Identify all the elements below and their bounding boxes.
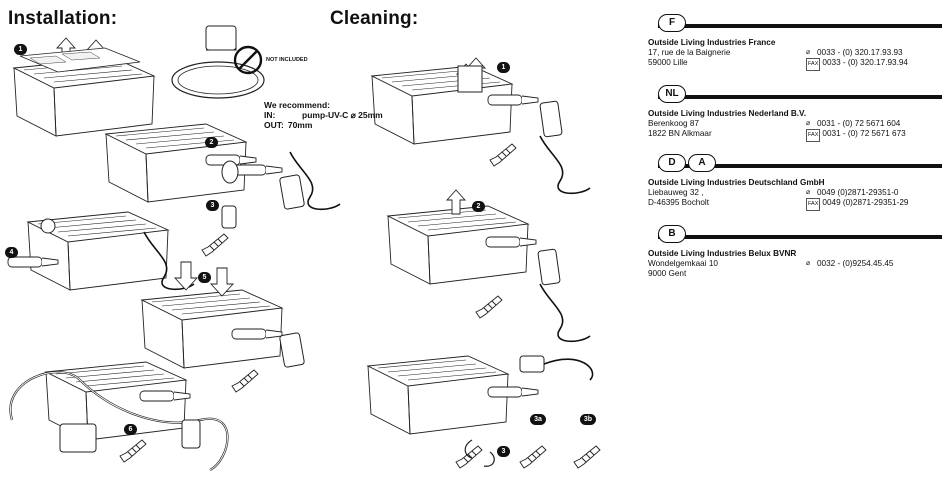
address-line: 59000 Lille [648, 58, 688, 68]
phone-icon: ⌀ [806, 49, 811, 57]
country-badge-b: B [658, 225, 686, 243]
company-name: Outside Living Industries Belux BVNR [648, 249, 797, 258]
step-badge: 4 [5, 241, 18, 259]
phone-icon: ⌀ [806, 120, 811, 128]
fax-icon: FAX [806, 129, 821, 142]
company-name: Outside Living Industries Nederland B.V. [648, 109, 807, 118]
contact-belgium: B Outside Living Industries Belux BVNR W… [648, 225, 942, 280]
phone-number: 0031 - (0) 72 5671 604 [817, 119, 901, 129]
contact-netherlands: NL Outside Living Industries Nederland B… [648, 85, 942, 142]
phone-number: 0033 - (0) 320.17.93.93 [817, 48, 903, 58]
phone-number: 0032 - (0)9254.45.45 [817, 259, 894, 269]
step-badge: 3 [206, 194, 219, 212]
not-included-label: NOT INCLUDED [266, 57, 308, 63]
step-badge: 1 [14, 38, 27, 56]
address-line: 9000 Gent [648, 269, 687, 279]
phone-icon: ⌀ [806, 189, 811, 197]
step-badge: 1 [497, 56, 510, 74]
fax-icon: FAX [806, 58, 821, 71]
country-badge-f: F [658, 14, 686, 32]
company-name: Outside Living Industries France [648, 38, 776, 47]
phone-number: 0049 (0)2871-29351-0 [817, 188, 899, 198]
country-badge-nl: NL [658, 85, 686, 103]
step-badge: 3b [580, 408, 596, 426]
address-line: Berenkoog 87 [648, 119, 699, 129]
step-badge: 3 [497, 440, 510, 458]
in-value: pump-UV-C ⌀ 25mm [302, 110, 383, 120]
company-name: Outside Living Industries Deutschland Gm… [648, 178, 825, 187]
phone-icon: ⌀ [806, 260, 811, 268]
recommendation-box: We recommend: IN: pump-UV-C ⌀ 25mm OUT:70… [264, 100, 383, 130]
out-value: 70mm [287, 120, 313, 130]
address-line: Wondelgemkaai 10 [648, 259, 718, 269]
recommend-title: We recommend: [264, 100, 330, 110]
step-badge: 6 [124, 418, 137, 436]
country-badge-a: A [688, 154, 716, 172]
out-label: OUT: [264, 120, 284, 130]
cleaning-heading: Cleaning: [330, 8, 419, 29]
address-line: 17, rue de la Baignerie [648, 48, 731, 58]
address-line: Liebauweg 32 , [648, 188, 704, 198]
country-badge-d: D [658, 154, 686, 172]
step-badge: 5 [198, 266, 211, 284]
fax-number: 0031 - (0) 72 5671 673 [822, 129, 906, 139]
step-badge: 2 [472, 195, 485, 213]
address-line: D-46395 Bocholt [648, 198, 709, 208]
in-label: IN: [264, 110, 276, 120]
fax-number: 0049 (0)2871-29351-29 [822, 198, 909, 208]
fax-icon: FAX [806, 198, 821, 211]
installation-heading: Installation: [8, 8, 118, 29]
contact-france: F Outside Living Industries France 17, r… [648, 14, 942, 71]
step-badge: 3a [530, 408, 546, 426]
step-badge: 2 [205, 131, 218, 149]
address-line: 1822 BN Alkmaar [648, 129, 712, 139]
fax-number: 0033 - (0) 320.17.93.94 [822, 58, 908, 68]
